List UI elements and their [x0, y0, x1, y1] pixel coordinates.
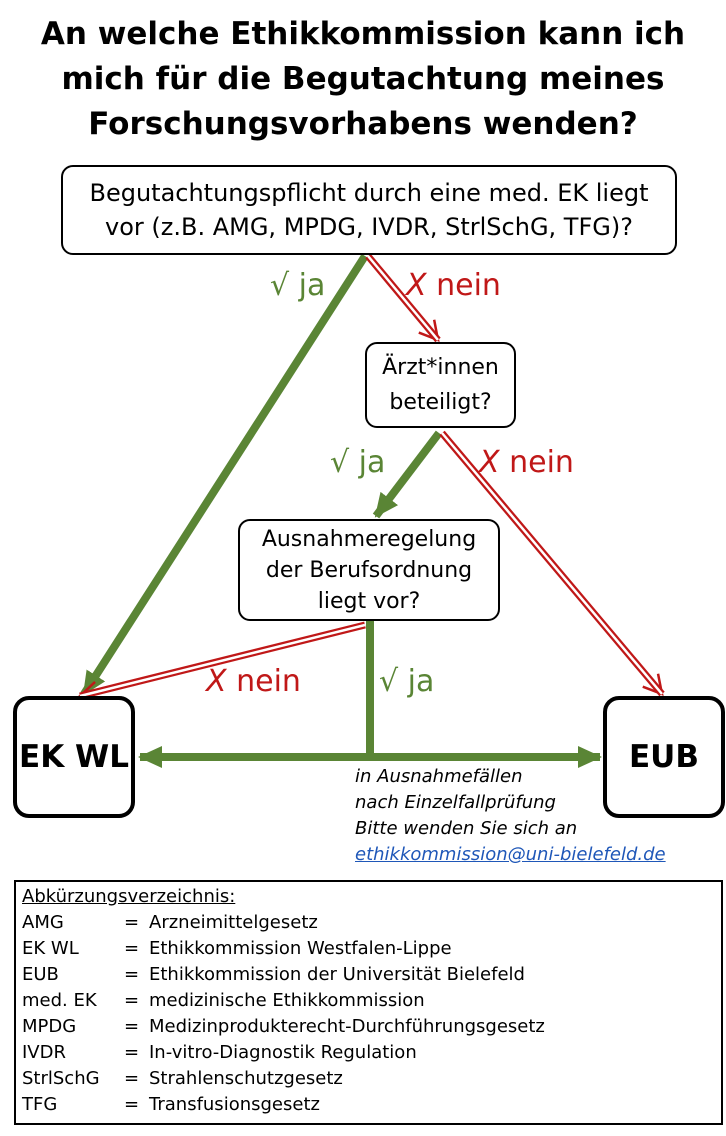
abbreviation-legend: Abkürzungsverzeichnis: AMG = Arzneimitte… [14, 880, 723, 1125]
arrow-q1-yes-to-ekwl [80, 253, 369, 697]
label-no-q2: X nein [479, 447, 574, 479]
box-text: Begutachtungspflicht durch eine med. EK … [89, 179, 649, 207]
legend-abbr: MPDG [22, 1016, 77, 1037]
label-no-q3: X nein [206, 666, 301, 698]
legend-equals: = [124, 912, 140, 933]
email-link[interactable]: ethikkommission@uni-bielefeld.de [355, 844, 666, 865]
title-line: An welche Ethikkommission kann ich [40, 16, 686, 52]
cross-icon: X [479, 445, 500, 480]
legend-abbr: TFG [22, 1094, 58, 1115]
label-word: ja [407, 664, 435, 699]
box-text: der Berufsordnung [265, 557, 473, 583]
legend-abbr: IVDR [22, 1042, 66, 1063]
box-text: vor (z.B. AMG, MPDG, IVDR, StrlSchG, TFG… [105, 213, 633, 241]
arrow-q2-yes-to-q3 [372, 430, 443, 519]
title-line: Forschungsvorhabens wenden? [88, 106, 638, 142]
legend-definition: In-vitro-Diagnostik Regulation [149, 1042, 417, 1063]
legend-abbr: EK WL [22, 938, 79, 959]
check-icon: √ [330, 445, 350, 480]
box-text: Ärzt*innen [382, 355, 499, 380]
box-text: liegt vor? [317, 588, 421, 614]
box-text: Ausnahmeregelung [261, 526, 477, 552]
label-yes-q2: √ ja [330, 447, 385, 479]
outcome-label: EK WL [19, 739, 129, 775]
legend-definition: Arzneimittelgesetz [149, 912, 318, 933]
legend-heading: Abkürzungsverzeichnis: [22, 886, 236, 907]
outcome-box-ek-wl: EK WL [13, 696, 135, 818]
legend-definition: Ethikkommission Westfalen-Lippe [149, 938, 452, 959]
legend-abbr: med. EK [22, 990, 97, 1011]
check-icon: √ [379, 664, 399, 699]
label-no-q1: X nein [406, 270, 501, 302]
legend-row: EK WL = Ethikkommission Westfalen-Lippe [22, 936, 721, 962]
legend-equals: = [124, 1042, 140, 1063]
legend-equals: = [124, 1016, 140, 1037]
title-line: mich für die Begutachtung meines [61, 61, 665, 97]
check-icon: √ [270, 268, 290, 303]
label-word: nein [436, 268, 501, 303]
legend-definition: Strahlenschutzgesetz [149, 1068, 343, 1089]
label-yes-q3: √ ja [379, 666, 434, 698]
legend-definition: Medizinprodukterecht-Durchführungsgesetz [149, 1016, 545, 1037]
question-box-obligation: Begutachtungspflicht durch eine med. EK … [61, 165, 677, 255]
question-box-exception: Ausnahmeregelung der Berufsordnung liegt… [238, 519, 500, 621]
label-word: nein [236, 664, 301, 699]
label-yes-q1: √ ja [270, 270, 325, 302]
legend-row: TFG = Transfusionsgesetz [22, 1092, 721, 1118]
cross-icon: X [206, 664, 227, 699]
legend-definition: Ethikkommission der Universität Bielefel… [149, 964, 525, 985]
outcome-label: EUB [629, 739, 699, 775]
label-word: ja [358, 445, 386, 480]
legend-row: MPDG = Medizinprodukterecht-Durchführung… [22, 1014, 721, 1040]
legend-abbr: AMG [22, 912, 64, 933]
legend-equals: = [124, 1094, 140, 1115]
legend-row: IVDR = In-vitro-Diagnostik Regulation [22, 1040, 721, 1066]
legend-row: EUB = Ethikkommission der Universität Bi… [22, 962, 721, 988]
legend-row: AMG = Arzneimittelgesetz [22, 910, 721, 936]
legend-row: med. EK = medizinische Ethikkommission [22, 988, 721, 1014]
legend-equals: = [124, 938, 140, 959]
note-line: in Ausnahmefällen [355, 766, 523, 787]
page-title: An welche Ethikkommission kann ich mich … [20, 12, 706, 147]
legend-abbr: EUB [22, 964, 59, 985]
label-word: nein [509, 445, 574, 480]
legend-definition: medizinische Ethikkommission [149, 990, 425, 1011]
question-box-physicians: Ärzt*innen beteiligt? [365, 342, 516, 428]
legend-equals: = [124, 990, 140, 1011]
legend-equals: = [124, 964, 140, 985]
cross-icon: X [406, 268, 427, 303]
legend-row: StrlSchG = Strahlenschutzgesetz [22, 1066, 721, 1092]
note-line: nach Einzelfallprüfung [355, 792, 556, 813]
legend-equals: = [124, 1068, 140, 1089]
exception-note: in Ausnahmefällen nach Einzelfallprüfung… [355, 764, 666, 868]
legend-abbr: StrlSchG [22, 1068, 100, 1089]
note-line: Bitte wenden Sie sich an [355, 818, 578, 839]
legend-definition: Transfusionsgesetz [149, 1094, 320, 1115]
label-word: ja [298, 268, 326, 303]
box-text: beteiligt? [389, 390, 492, 415]
outcome-box-eub: EUB [603, 696, 725, 818]
